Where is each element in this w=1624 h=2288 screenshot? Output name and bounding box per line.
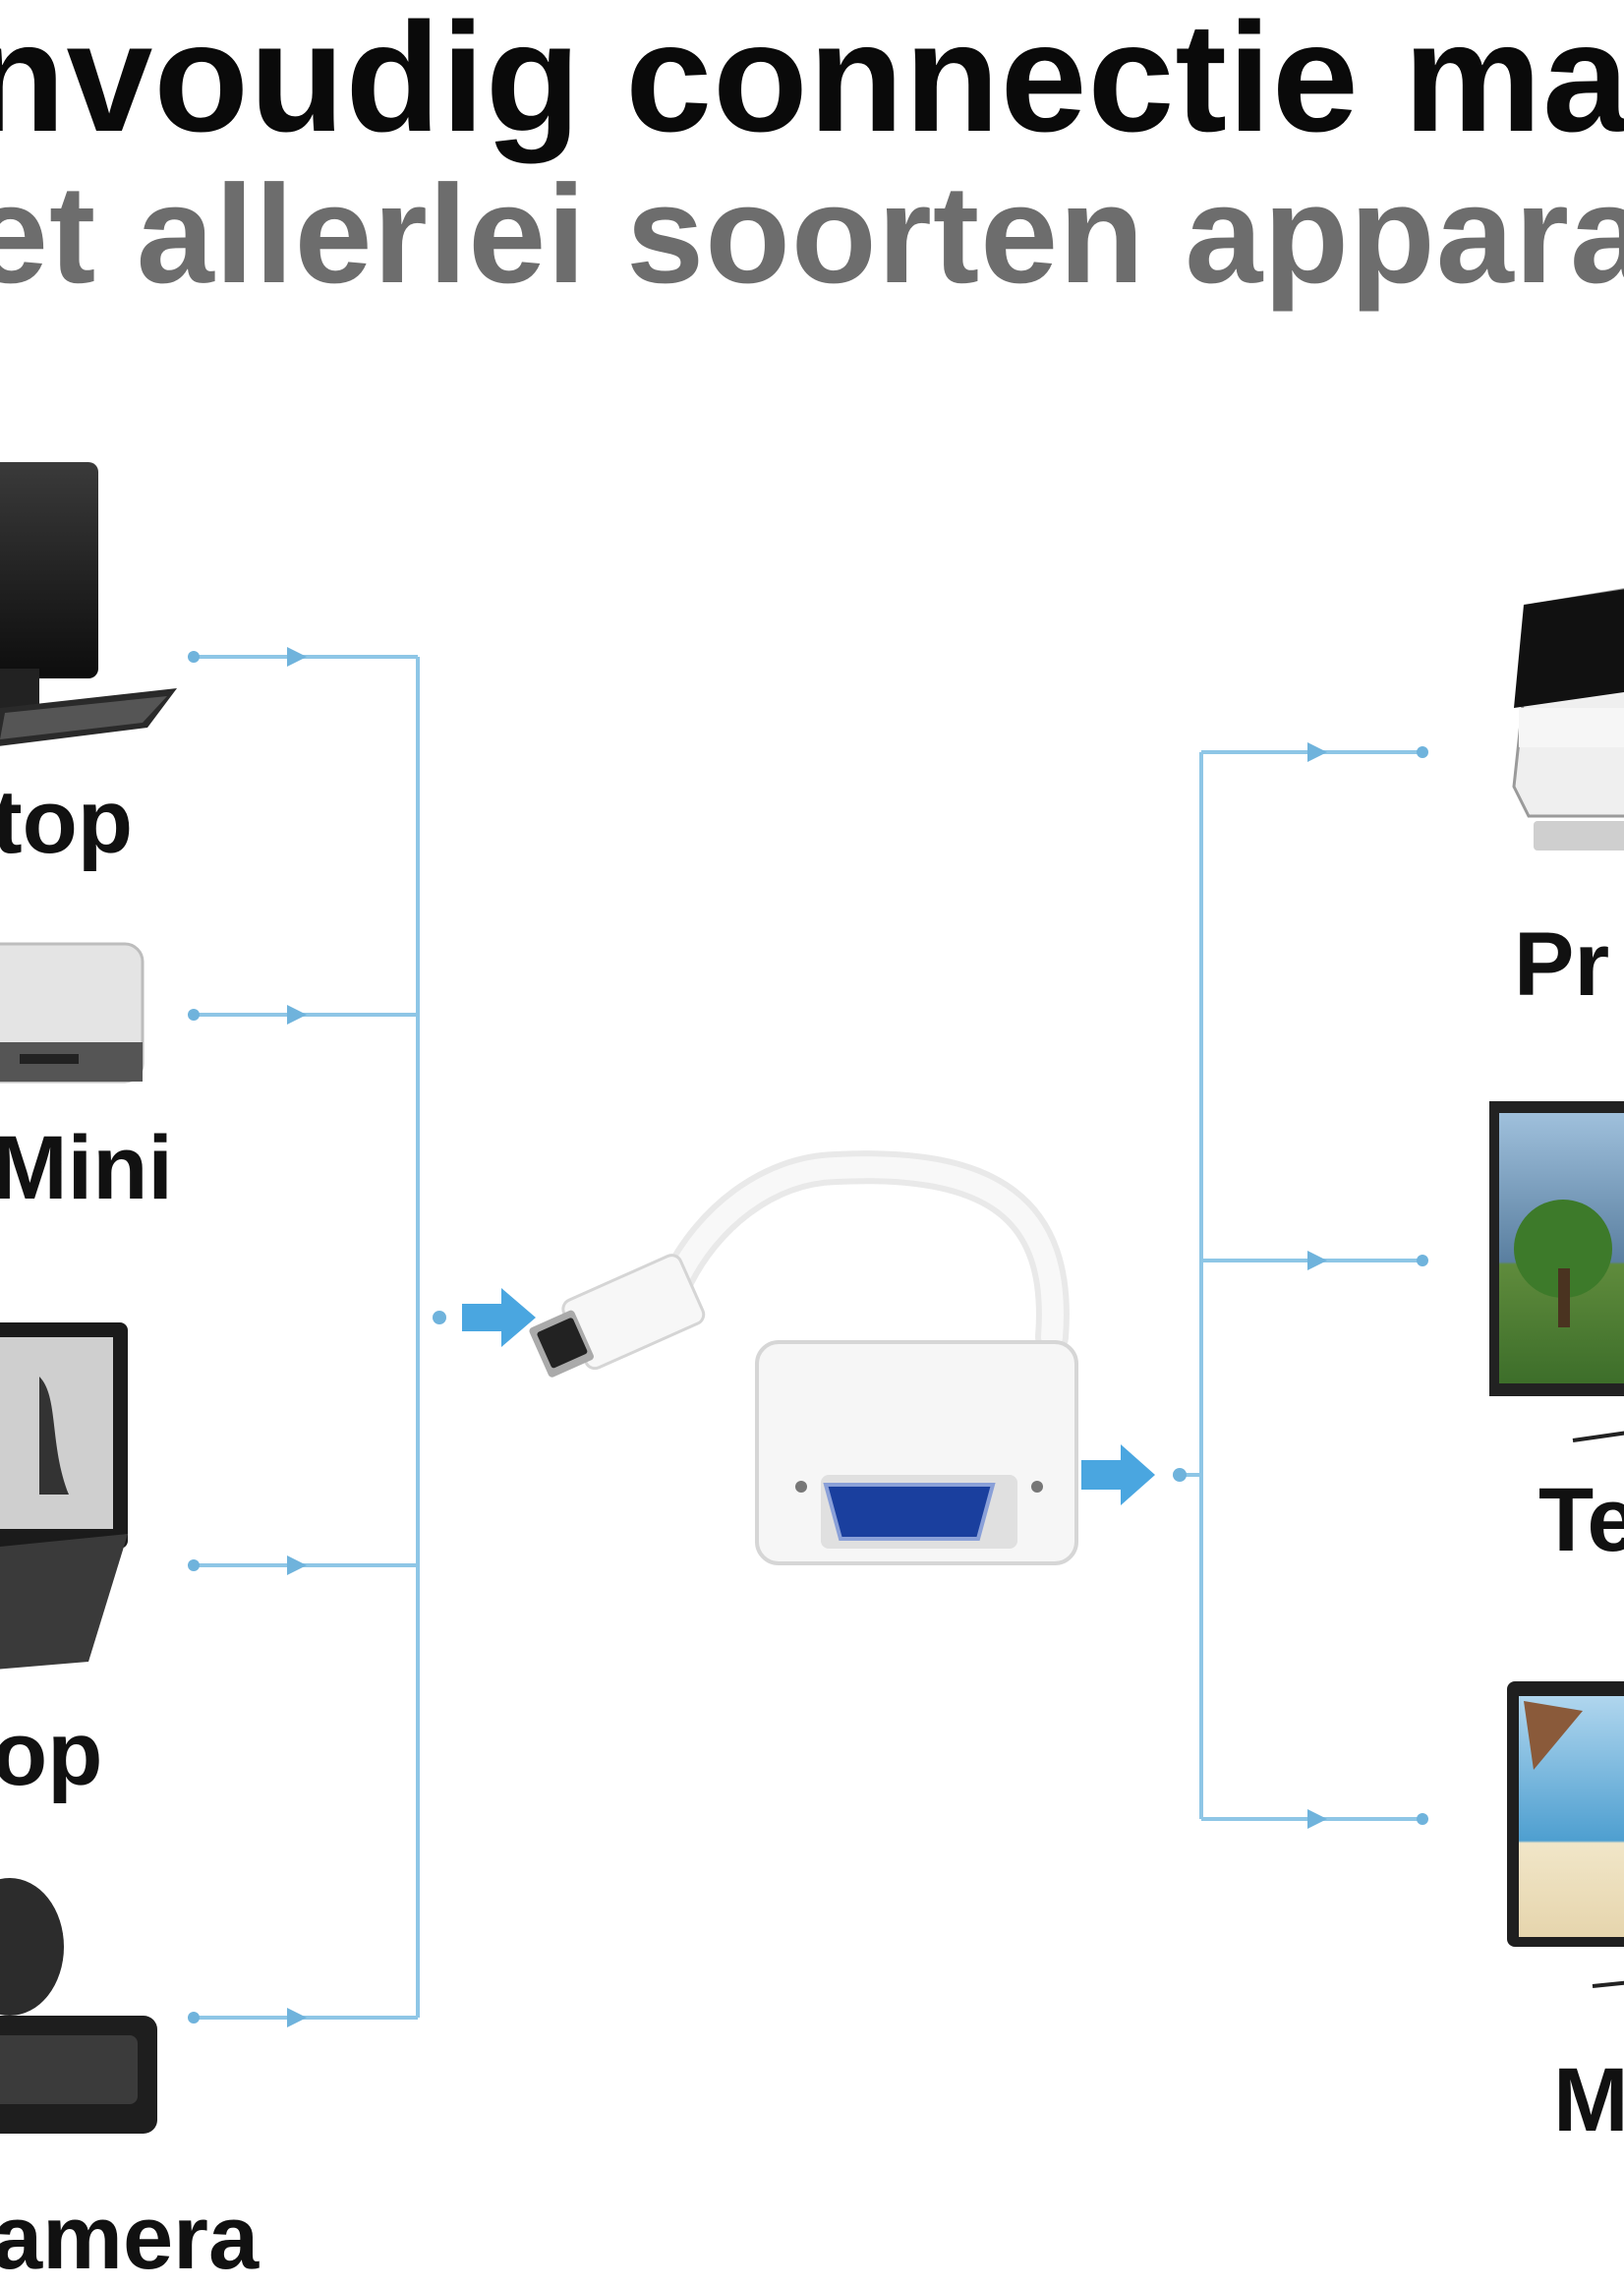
target-label-tv: Te (1538, 1470, 1624, 1570)
source-connector-arrowheads (287, 647, 307, 2027)
target-connector-arrowheads (1307, 742, 1327, 1829)
projector-icon (1512, 588, 1624, 851)
target-connector-lines (1185, 750, 1422, 1821)
target-connector-dots (1173, 746, 1428, 1825)
input-arrow-icon (462, 1288, 536, 1347)
mini-pc-icon (0, 942, 145, 1084)
monitor-icon (1507, 1681, 1624, 1988)
tv-icon (1489, 1101, 1624, 1442)
hdmi-to-vga-adapter-icon (529, 1150, 1078, 1565)
target-label-monitor: M (1553, 2050, 1624, 2150)
desktop-pc-icon (0, 462, 177, 746)
laptop-icon (0, 1322, 128, 1670)
source-label-laptop: op (0, 1704, 103, 1804)
source-connector-lines (192, 655, 420, 2020)
source-connector-dots (188, 651, 446, 2024)
source-label-mini: Mini (0, 1118, 173, 1218)
page-subtitle: et allerlei soorten apparat (0, 156, 1624, 313)
page-title: nvoudig connectie ma (0, 0, 1624, 164)
camera-icon (0, 1878, 157, 2134)
target-label-projector: Pr (1514, 914, 1610, 1015)
source-label-camera: amera (0, 2188, 260, 2288)
source-label-desktop: top (0, 772, 134, 872)
output-arrow-icon (1081, 1444, 1155, 1505)
